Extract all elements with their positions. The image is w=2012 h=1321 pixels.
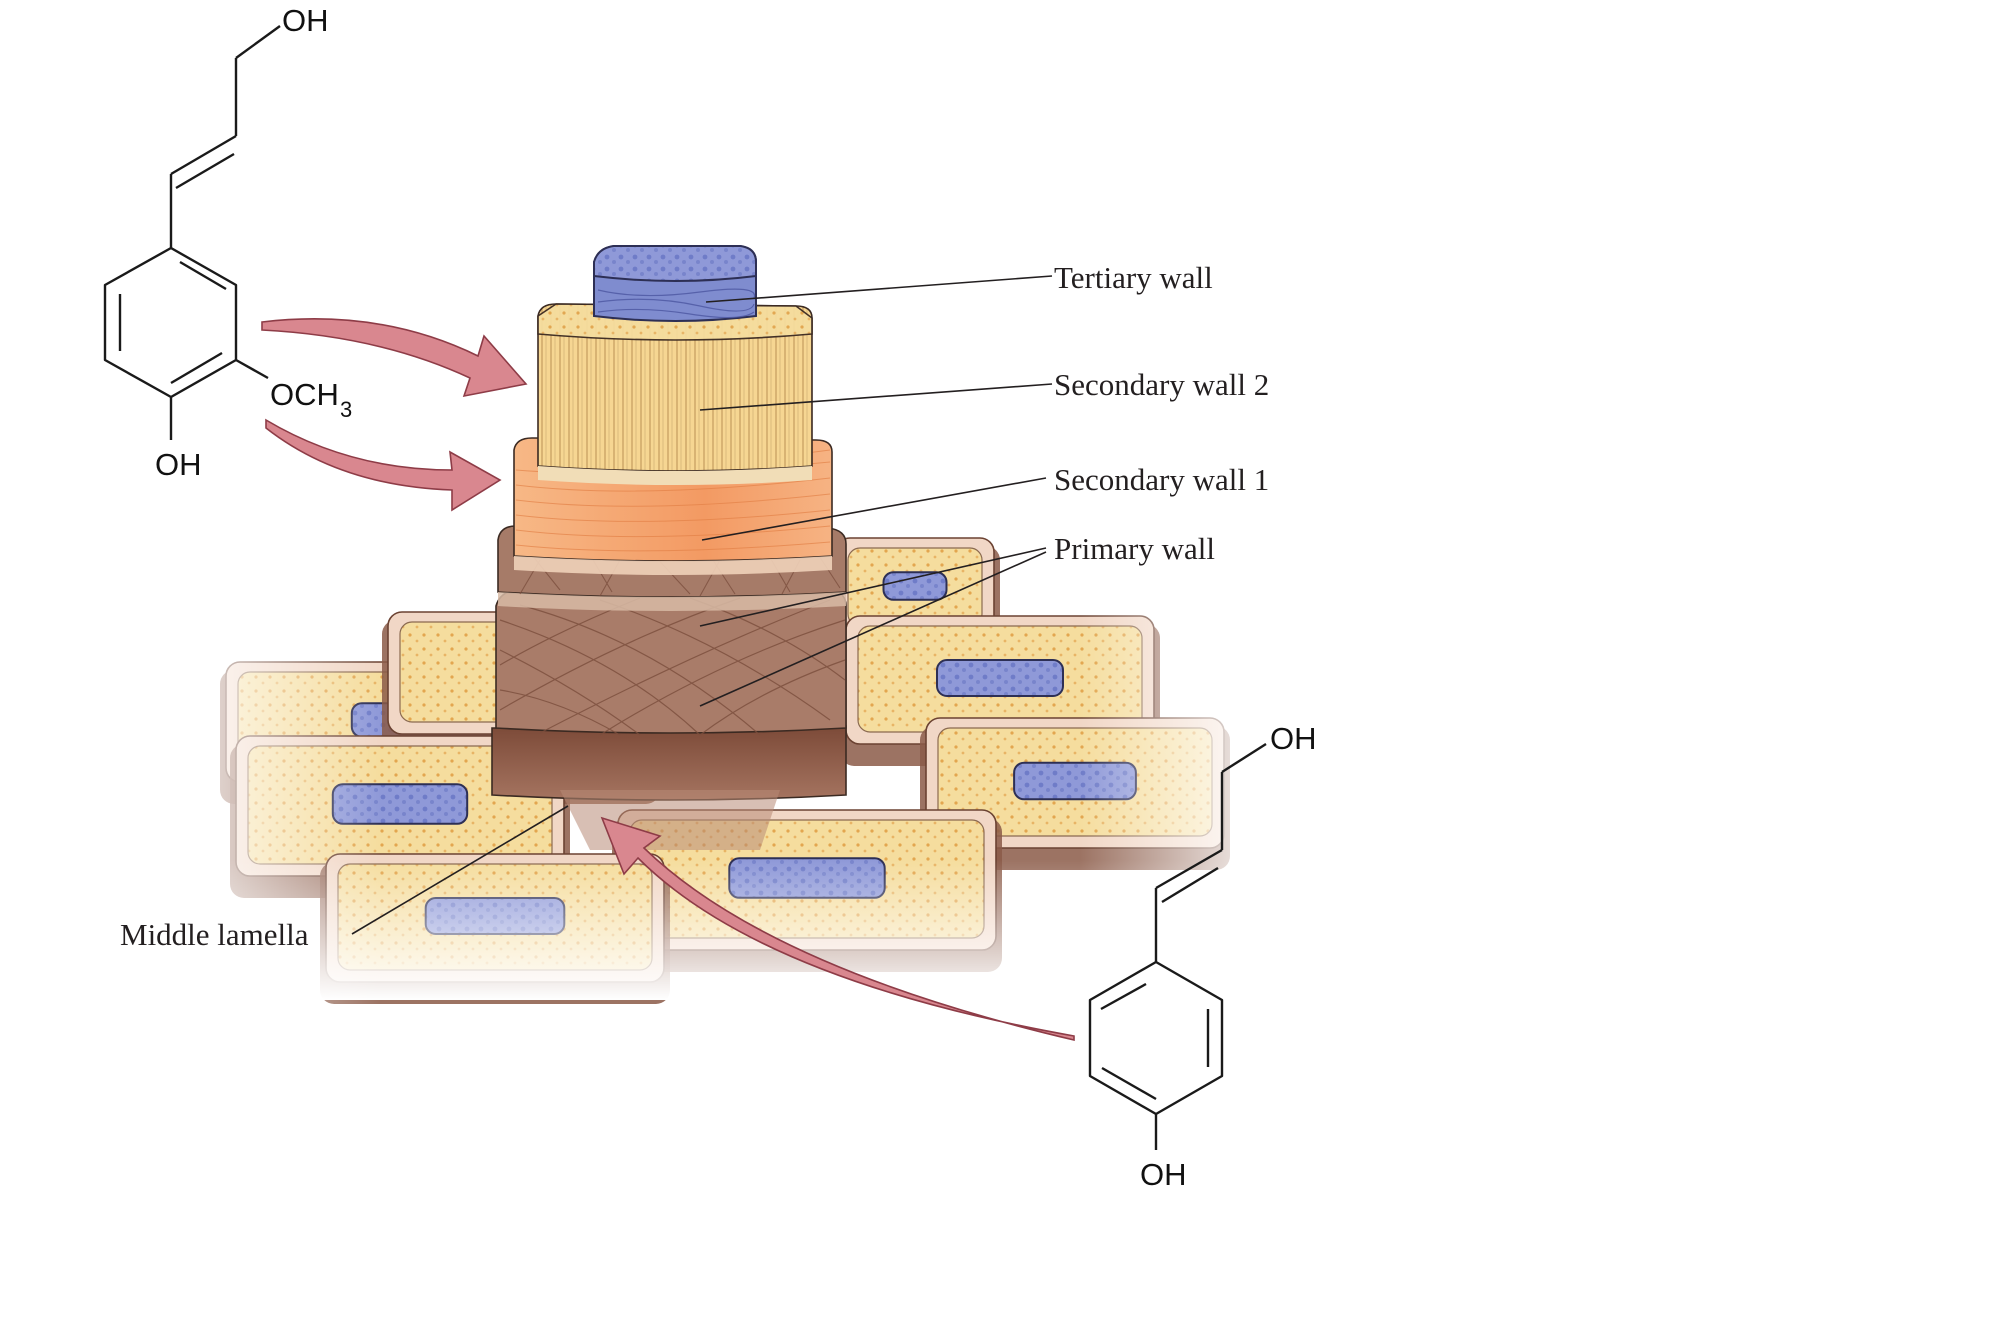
label-primary-wall: Primary wall <box>1054 531 1215 566</box>
coniferyl-hydroxyl-top: OH <box>282 3 329 38</box>
tertiary-wall <box>593 245 757 322</box>
leader-lines <box>351 275 1053 935</box>
coumaryl-hydroxyl-bottom: OH <box>1140 1157 1187 1192</box>
label-secondary-wall-1: Secondary wall 1 <box>1054 462 1269 497</box>
label-tertiary-wall: Tertiary wall <box>1054 260 1213 295</box>
coniferyl-methoxy: OCH <box>270 377 339 412</box>
coniferyl-methoxy-subscript: 3 <box>340 397 352 422</box>
arrow-to-secondary-wall-1 <box>265 418 502 512</box>
primary-wall-lower <box>495 589 847 736</box>
coniferyl-alcohol-structure: OH OCH 3 OH <box>103 3 352 482</box>
coumaryl-hydroxyl-top: OH <box>1270 721 1317 756</box>
p-coumaryl-alcohol-structure: OH OH <box>1088 721 1317 1192</box>
secondary-wall-2 <box>537 303 813 485</box>
arrow-to-middle-lamella <box>600 816 1075 1042</box>
label-secondary-wall-2: Secondary wall 2 <box>1054 367 1269 402</box>
arrow-to-secondary-wall-2 <box>261 318 528 398</box>
coniferyl-hydroxyl-bottom: OH <box>155 447 202 482</box>
label-middle-lamella: Middle lamella <box>120 917 309 952</box>
